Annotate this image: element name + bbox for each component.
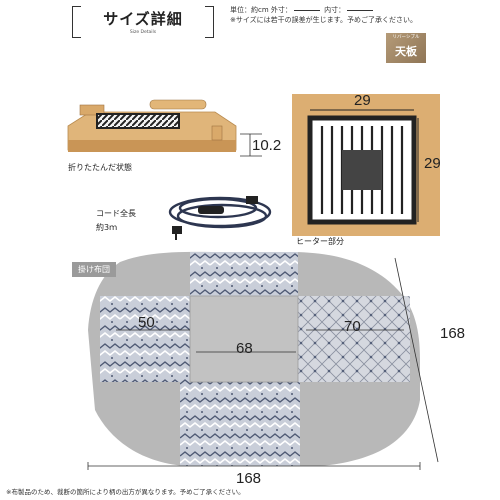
futon-label: 掛け布団 bbox=[72, 262, 116, 277]
futon-total-height-value: 168 bbox=[440, 325, 466, 342]
futon-dimension-lines bbox=[87, 257, 439, 470]
heater-label: ヒーター部分 bbox=[296, 237, 344, 246]
title-text: サイズ詳細 bbox=[103, 10, 183, 28]
fabric-note: ※布製品のため、裁断の箇所により柄の出方が異なります。予めご了承ください。 bbox=[6, 488, 245, 496]
unit-prefix: 単位：約cm bbox=[230, 6, 269, 14]
section-title: サイズ詳細 Size Details bbox=[72, 4, 214, 40]
futon-side-value: 50 bbox=[138, 314, 155, 331]
unit-inner-label: 内寸： bbox=[324, 6, 346, 14]
futon-blanket bbox=[88, 251, 420, 466]
futon-inner-right-value: 70 bbox=[344, 318, 361, 335]
heater-width-value: 29 bbox=[354, 92, 371, 109]
power-cord bbox=[168, 196, 272, 240]
tag-small-text: リバーシブル bbox=[392, 35, 420, 40]
folded-height-value: 10.2 bbox=[252, 137, 282, 154]
title-subtext: Size Details bbox=[129, 30, 157, 35]
reversible-top-tag: リバーシブル 天板 bbox=[386, 33, 426, 63]
folded-kotatsu bbox=[67, 99, 262, 157]
futon-total-width-value: 168 bbox=[236, 470, 262, 487]
unit-legend: 単位：約cm 外寸： 内寸： bbox=[230, 5, 375, 15]
heater-panel bbox=[292, 94, 440, 236]
inner-arrow-icon bbox=[347, 9, 374, 11]
tag-main-text: 天板 bbox=[395, 45, 417, 58]
size-note: ※サイズには若干の誤差が生じます。予めご了承ください。 bbox=[230, 16, 417, 24]
outer-arrow-icon bbox=[293, 9, 320, 11]
futon-center-value: 68 bbox=[236, 340, 253, 357]
cord-label-line2: 約3ｍ bbox=[96, 223, 118, 232]
unit-outer-label: 外寸： bbox=[270, 6, 292, 14]
heater-depth-value: 29 bbox=[424, 155, 441, 172]
folded-label: 折りたたんだ状態 bbox=[68, 163, 132, 172]
cord-label-line1: コード全長 bbox=[96, 209, 136, 218]
